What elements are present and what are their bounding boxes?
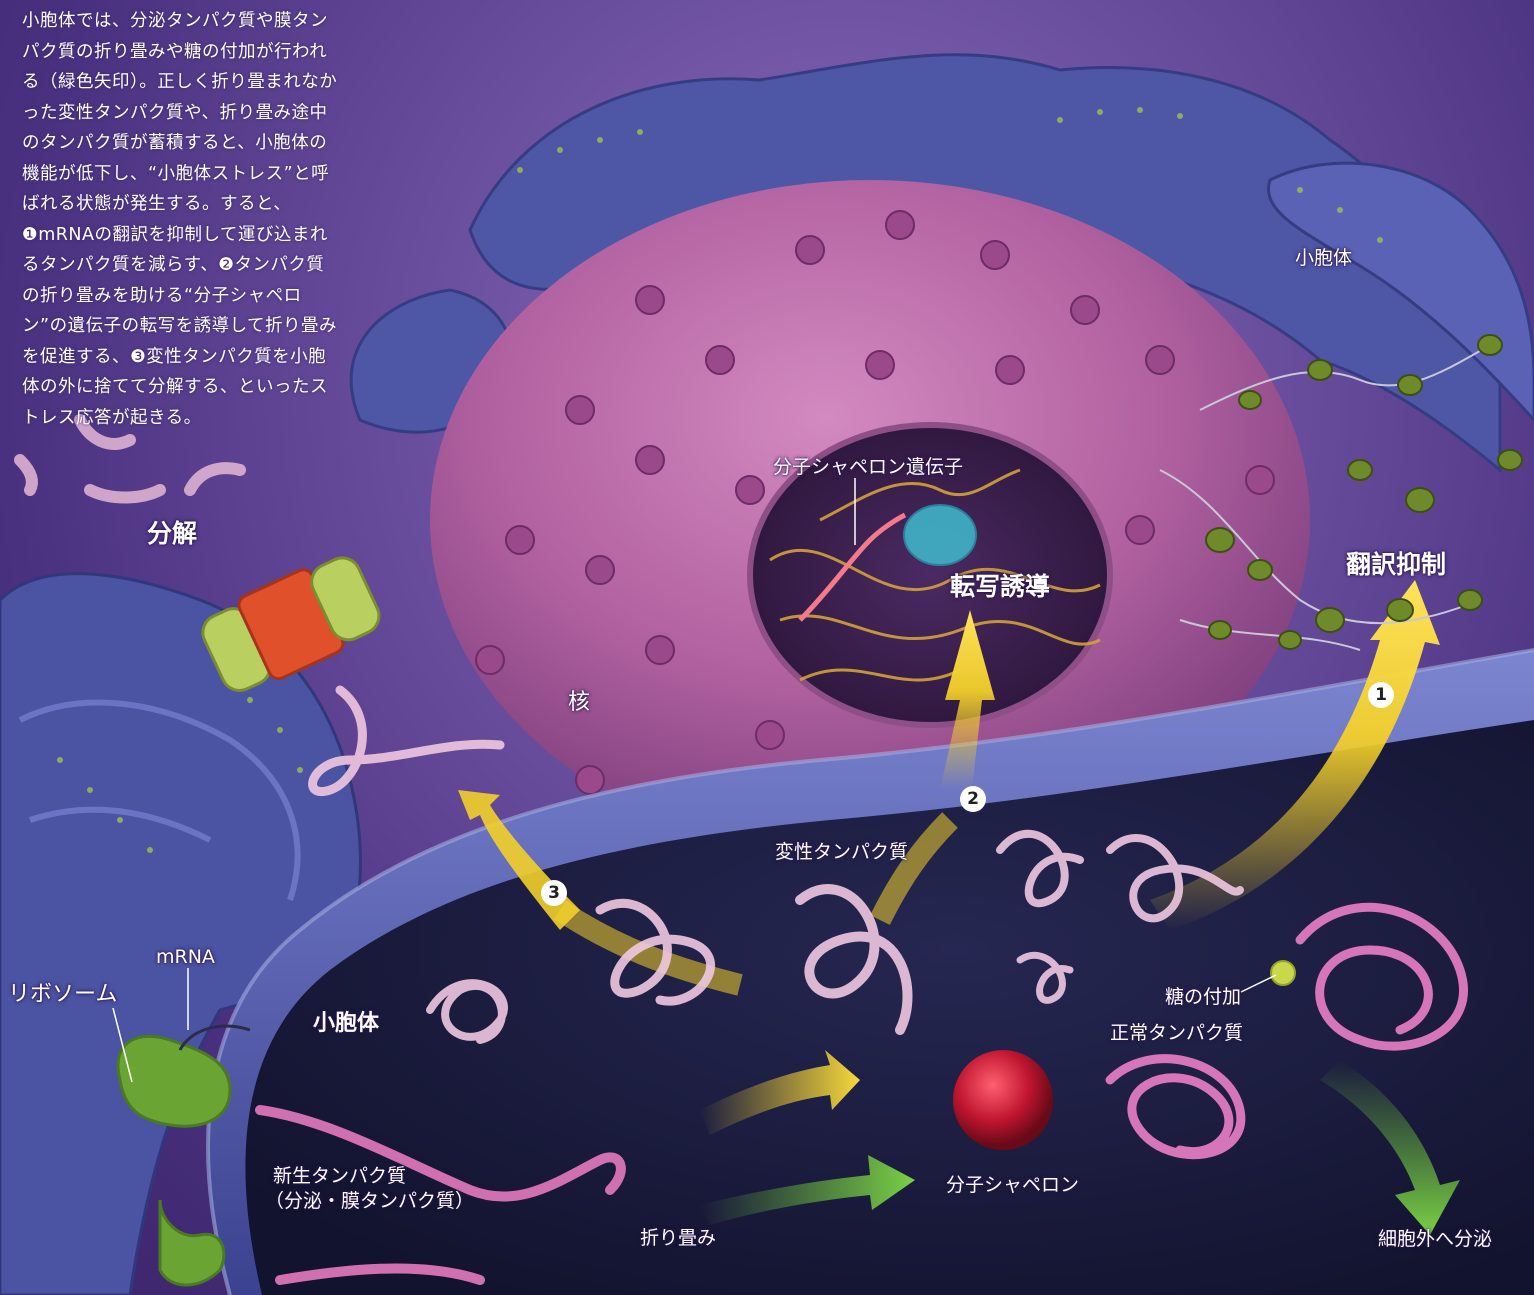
label-er-top-right: 小胞体	[1295, 247, 1352, 270]
label-normal-protein: 正常タンパク質	[1110, 1022, 1243, 1045]
label-secretion: 細胞外へ分泌	[1378, 1228, 1492, 1251]
label-mrna: mRNA	[156, 946, 215, 969]
label-molecular-chaperone: 分子シャペロン	[946, 1174, 1079, 1197]
molecular-chaperone-ball	[953, 1050, 1053, 1150]
step-marker-3: 3	[541, 880, 567, 906]
transcription-factor	[904, 505, 976, 565]
label-chaperone-gene: 分子シャペロン遺伝子	[773, 456, 963, 479]
intro-description: 小胞体では、分泌タンパク質や膜タンパク質の折り畳みや糖の付加が行われる（緑色矢印…	[22, 6, 340, 433]
label-ribosome: リボソーム	[8, 982, 117, 1008]
label-nucleus: 核	[568, 690, 590, 716]
label-folding: 折り畳み	[640, 1227, 716, 1250]
label-glycosylation: 糖の付加	[1165, 986, 1241, 1009]
label-er-main: 小胞体	[313, 1011, 379, 1037]
step-marker-2: 2	[960, 786, 986, 812]
label-nascent-protein-line2: （分泌・膜タンパク質）	[265, 1190, 474, 1213]
step-marker-1: 1	[1368, 682, 1394, 708]
sugar-moiety	[1271, 961, 1295, 985]
label-denatured-protein: 変性タンパク質	[775, 841, 908, 864]
label-nascent-protein-line1: 新生タンパク質	[273, 1165, 406, 1188]
label-transcription-induction: 転写誘導	[950, 572, 1050, 602]
label-translation-inhibition: 翻訳抑制	[1346, 550, 1446, 580]
label-decomposition: 分解	[147, 519, 197, 549]
